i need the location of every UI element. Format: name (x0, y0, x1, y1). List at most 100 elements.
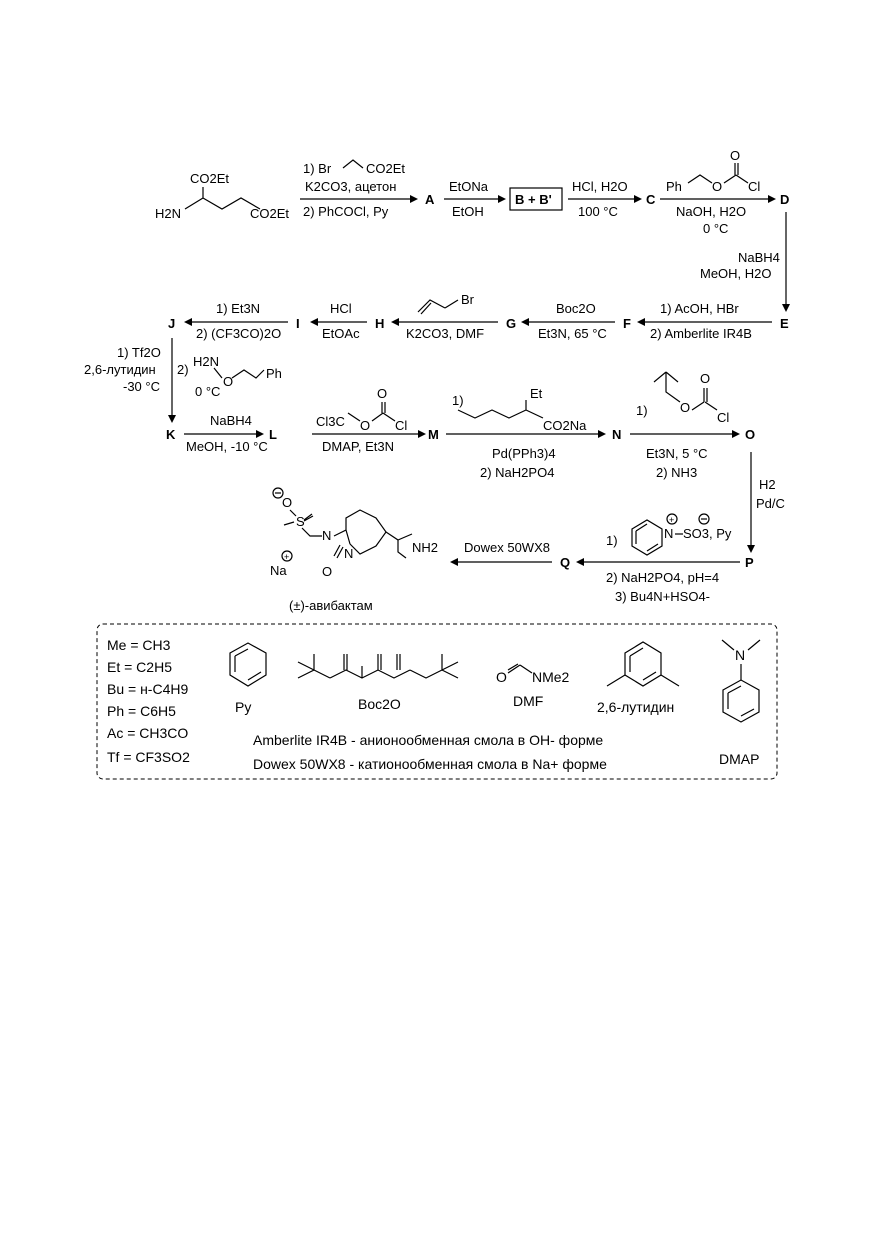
compound-A: A (425, 192, 435, 207)
compound-BB-box (509, 187, 563, 211)
step11-reagent-b: 2) (177, 362, 189, 377)
avibactam-na: Na (270, 563, 287, 578)
step13-cl: Cl (395, 418, 407, 433)
compound-N: N (612, 427, 621, 442)
step14-catalyst: Pd(PPh3)4 (492, 446, 556, 461)
compound-K: K (166, 427, 176, 442)
avibactam-o-minus: O (282, 495, 292, 510)
step-13: O Cl3C O Cl DMAP, Et3N (312, 386, 426, 454)
step3-temp: 100 °C (578, 204, 618, 219)
legend-dmf: O NMe2 DMF (496, 663, 570, 709)
step16-reagent: H2 (759, 477, 776, 492)
avibactam-n2: N (344, 546, 353, 561)
step7-reagent: Boc2O (556, 301, 596, 316)
step7-conditions: Et3N, 65 °C (538, 326, 607, 341)
step11-h2n: H2N (193, 354, 219, 369)
compound-D: D (780, 192, 789, 207)
step-2: EtONa EtOH (444, 179, 506, 219)
start-co2et2-label: CO2Et (250, 206, 289, 221)
step11-temp: -30 °C (123, 379, 160, 394)
step8-conditions: K2CO3, DMF (406, 326, 484, 341)
svg-text:+: + (669, 515, 674, 525)
step11-reagent-a: 1) Tf2O (117, 345, 161, 360)
legend-dmap: N DMAP (719, 639, 761, 767)
step8-br: Br (461, 292, 475, 307)
step2-reagent: EtONa (449, 179, 489, 194)
step14-label: 1) (452, 393, 464, 408)
legend-boc2o: Boc2O (297, 654, 459, 712)
step-7: Boc2O Et3N, 65 °C (521, 301, 615, 341)
step6-reagent-a: 1) AcOH, HBr (660, 301, 739, 316)
step13-o-top: O (377, 386, 387, 401)
compound-L: L (269, 427, 277, 442)
step1-reagent-b: CO2Et (366, 161, 405, 176)
compound-C: C (646, 192, 656, 207)
avibactam-n1: N (322, 528, 331, 543)
step17-n: N (664, 526, 673, 541)
step4-o: O (712, 179, 722, 194)
step13-o: O (360, 418, 370, 433)
step1-reagent-a: 1) Br (303, 161, 332, 176)
step12-conditions: MeOH, -10 °C (186, 439, 268, 454)
step9-reagent: HCl (330, 301, 352, 316)
step1-conditions: K2CO3, ацетон (305, 179, 396, 194)
step17-reagent-c: 3) Bu4N+HSO4- (615, 589, 710, 604)
step-18: Dowex 50WX8 (450, 540, 552, 566)
step11-ph: Ph (266, 366, 282, 381)
legend-abbr-3: Ph = C6H5 (107, 703, 176, 719)
compound-Q: Q (560, 555, 570, 570)
legend-dowex: Dowex 50WX8 - катионообменная смола в Na… (253, 756, 607, 772)
step6-reagent-b: 2) Amberlite IR4B (650, 326, 752, 341)
step-11: 1) Tf2O 2,6-лутидин -30 °C 2) H2N O Ph 0… (84, 338, 282, 423)
legend-amberlite: Amberlite IR4B - анионообменная смола в … (253, 732, 603, 748)
step-14: 1) Et CO2Na Pd(PPh3)4 2) NaH2PO4 (446, 386, 606, 480)
step-3: HCl, H2O 100 °C (568, 179, 642, 219)
start-co2et-label: CO2Et (190, 171, 229, 186)
step18-reagent: Dowex 50WX8 (464, 540, 550, 555)
step9-solvent: EtOAc (322, 326, 360, 341)
legend-dmap-label: DMAP (719, 751, 759, 767)
starting-diethyl-glutamate: CO2Et H2N CO2Et (155, 171, 289, 221)
step-16: H2 Pd/C (747, 452, 785, 553)
step15-o: O (680, 400, 690, 415)
legend-lutidine-label: 2,6-лутидин (597, 699, 674, 715)
avibactam-name: (±)-авибактам (289, 598, 373, 613)
step4-o-top: O (730, 148, 740, 163)
legend-abbreviations: Me = CH3 Et = C2H5 Bu = н-C4H9 Ph = C6H5… (107, 637, 190, 765)
compound-M: M (428, 427, 439, 442)
step11-base: 2,6-лутидин (84, 362, 156, 377)
step17-reagent-b: 2) NaH2PO4, pH=4 (606, 570, 719, 585)
step-12: NaBH4 MeOH, -10 °C (184, 413, 268, 454)
compound-O: O (745, 427, 755, 442)
step14-et: Et (530, 386, 543, 401)
step16-catalyst: Pd/C (756, 496, 785, 511)
legend-abbr-1: Et = C2H5 (107, 659, 172, 675)
legend-dmap-n-top: N (735, 647, 745, 663)
avibactam-structure: O S N N NH2 O + Na (±)-авибактам (270, 487, 438, 613)
legend-abbr-2: Bu = н-C4H9 (107, 681, 188, 697)
svg-text:+: + (284, 552, 289, 562)
step17-label: 1) (606, 533, 618, 548)
start-h2n-label: H2N (155, 206, 181, 221)
step5-reagent: NaBH4 (738, 250, 780, 265)
step11-temp2: 0 °C (195, 384, 220, 399)
compound-J: J (168, 316, 175, 331)
compound-BB: B + B' (515, 192, 552, 207)
step4-cl: Cl (748, 179, 760, 194)
step15-o-top: O (700, 371, 710, 386)
step10-reagent-b: 2) (CF3CO)2O (196, 326, 281, 341)
legend-dmf-nme2: NMe2 (532, 669, 570, 685)
legend-lutidine: 2,6-лутидин (597, 641, 680, 715)
legend-dmf-o: O (496, 669, 507, 685)
step-8: Br K2CO3, DMF (391, 292, 498, 341)
step17-so3: SO3, Py (683, 526, 732, 541)
step14-co2na: CO2Na (543, 418, 587, 433)
step15-reagent-b: 2) NH3 (656, 465, 697, 480)
step14-reagent-b: 2) NaH2PO4 (480, 465, 554, 480)
step4-ph: Ph (666, 179, 682, 194)
legend-boc2o-label: Boc2O (358, 696, 401, 712)
step5-solvent: MeOH, H2O (700, 266, 772, 281)
legend-py-label: Py (235, 699, 251, 715)
compound-F: F (623, 316, 631, 331)
